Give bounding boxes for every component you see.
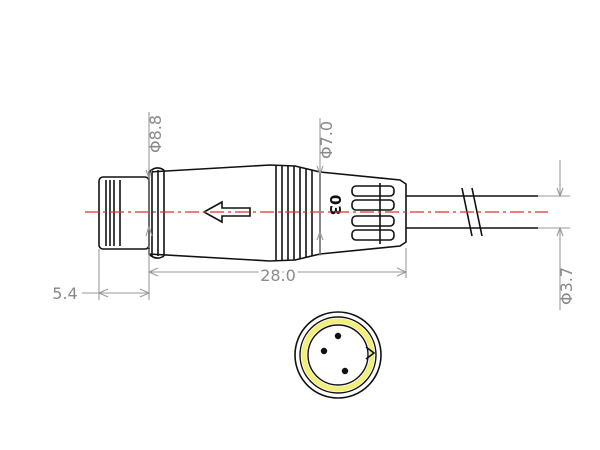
body-label: 03	[326, 195, 344, 216]
left-arrow-icon	[202, 200, 251, 224]
dim-socket-length-label: 5.4	[52, 284, 77, 303]
connector-end-view	[294, 311, 382, 399]
pin-contact	[341, 367, 349, 375]
dim-cable-diameter: Φ3.7	[538, 160, 576, 310]
dim-body-diameter-label: Φ7.0	[317, 121, 336, 159]
dim-socket-length: 5.4	[52, 249, 151, 303]
dim-socket-diameter: Φ8.8	[145, 112, 165, 248]
overmold-body	[148, 164, 321, 262]
dim-cable-diameter-label: Φ3.7	[557, 267, 576, 305]
dim-total-length: 28.0	[147, 248, 408, 288]
strain-relief	[319, 171, 407, 255]
dim-body-diameter: Φ7.0	[316, 118, 336, 256]
pin-contact	[320, 347, 328, 355]
pin-contact	[334, 332, 342, 340]
dim-total-length-label: 28.0	[260, 266, 296, 285]
dimensions: Φ8.8 Φ7.0 28.0 5.4	[52, 112, 576, 310]
cable	[406, 187, 538, 237]
dim-socket-diameter-label: Φ8.8	[146, 115, 165, 153]
socket-sleeve	[98, 176, 150, 250]
connector-side-view: 03	[85, 164, 548, 262]
